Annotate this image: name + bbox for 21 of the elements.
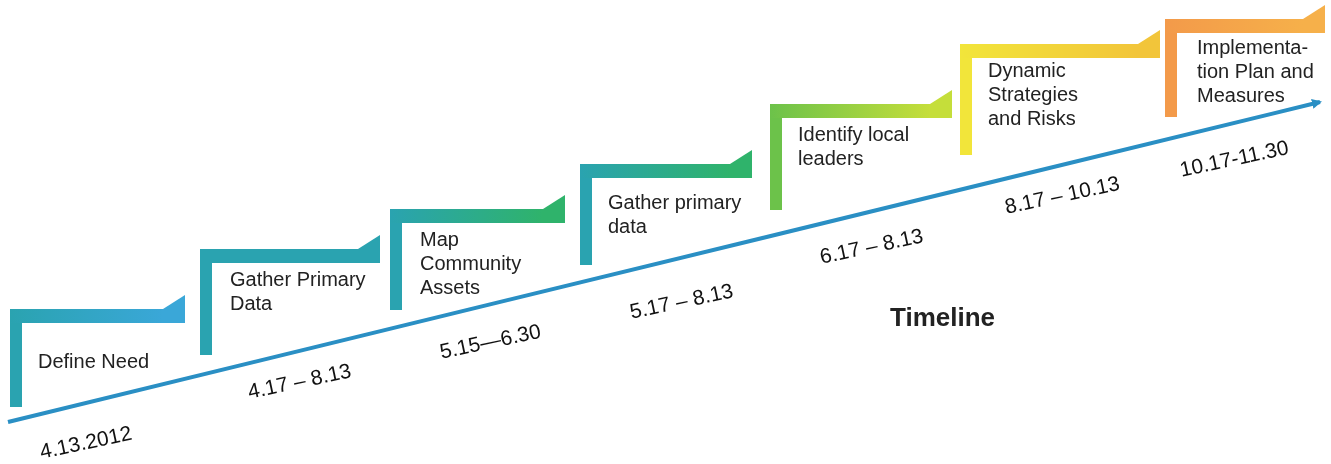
- step-label: Implementa-tion Plan and Measures: [1197, 35, 1315, 107]
- step-bracket: [580, 150, 752, 265]
- step-bracket: [960, 30, 1160, 155]
- title: Timeline: [890, 302, 995, 333]
- step-bracket: [390, 195, 565, 310]
- step-bracket: [770, 90, 952, 210]
- step-label: Define Need: [38, 349, 151, 373]
- step-label: Dynamic Strategies and Risks: [988, 58, 1080, 130]
- step-label: Map Community Assets: [420, 227, 523, 299]
- date-label: 5.17 – 8.13: [627, 278, 736, 324]
- step-bracket: [10, 295, 185, 407]
- step-label: Gather primary data: [608, 190, 743, 238]
- step-bracket: [200, 235, 380, 355]
- step-bracket: [1165, 5, 1325, 117]
- date-label: 8.17 – 10.13: [1002, 171, 1122, 219]
- date-label: 5.15—6.30: [437, 318, 543, 364]
- step-label: Gather Primary Data: [230, 267, 367, 315]
- date-label: 4.13.2012: [37, 420, 134, 464]
- date-label: 6.17 – 8.13: [817, 223, 926, 269]
- date-label: 4.17 – 8.13: [245, 358, 354, 404]
- step-label: Identify local leaders: [798, 122, 911, 170]
